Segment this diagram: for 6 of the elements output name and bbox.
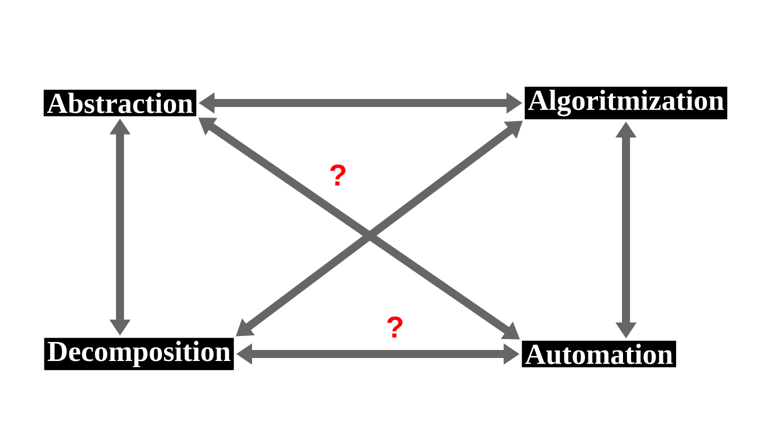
label-box: Decomposition: [44, 338, 234, 370]
label-box: Automation: [522, 340, 676, 368]
question-mark: ?: [387, 316, 402, 338]
question-mark: ?: [330, 164, 346, 186]
label-box: Algoritmization: [524, 86, 728, 120]
label-box: Abstraction: [44, 90, 196, 116]
